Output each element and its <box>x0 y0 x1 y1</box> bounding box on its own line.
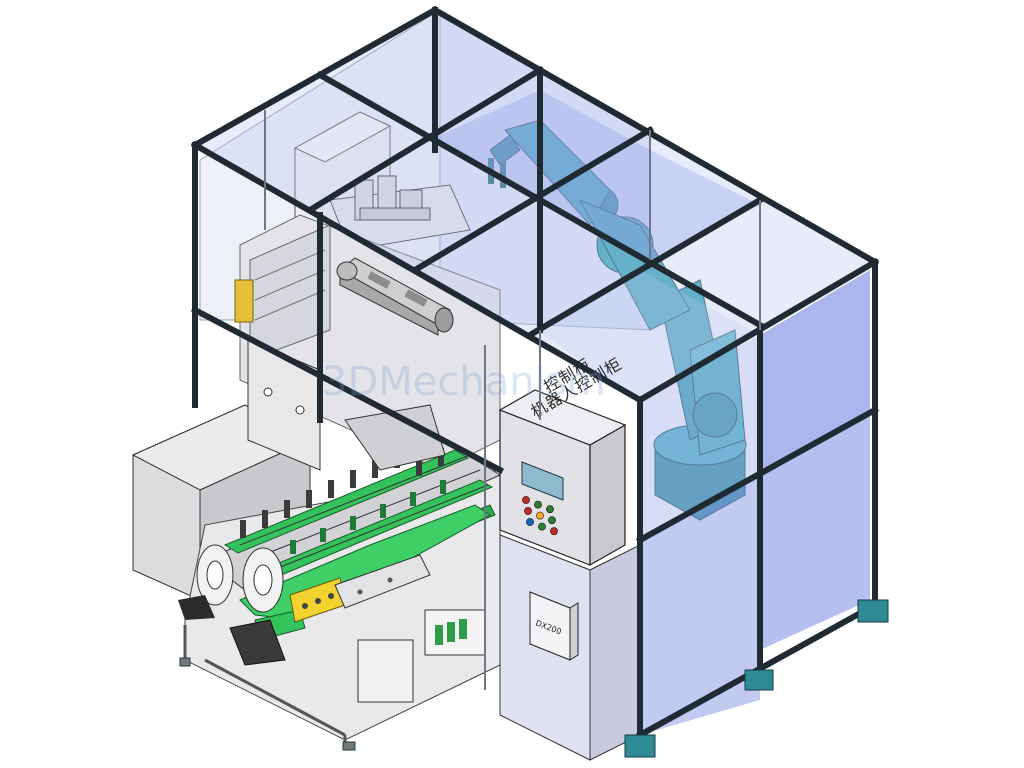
cabinet-button[interactable] <box>524 507 532 515</box>
cabinet-buttons[interactable] <box>522 496 558 536</box>
cabinet-button[interactable] <box>546 505 554 514</box>
yellow-push-block <box>289 577 346 623</box>
hmi-panel[interactable] <box>521 461 564 501</box>
frame-inner-lines <box>264 110 761 690</box>
indexing-wheels <box>196 544 284 613</box>
output-hoppers <box>178 595 286 666</box>
roof-glass <box>195 10 875 400</box>
junction-box: DX200 <box>529 591 579 661</box>
cabinet-button[interactable] <box>538 522 546 531</box>
right-glass-wall <box>535 270 870 735</box>
cabinet-button[interactable] <box>536 511 544 520</box>
overhead-cylinder <box>336 257 454 336</box>
enclosure-frame <box>190 5 880 743</box>
terminal-strip <box>234 279 254 323</box>
cabinet-button[interactable] <box>522 496 530 504</box>
chute-plate <box>344 404 446 471</box>
cabinet-button[interactable] <box>550 527 558 536</box>
cabinet-button[interactable] <box>526 518 534 526</box>
slide-table <box>334 554 431 609</box>
watermark-text: 3DMechanism <box>322 359 606 405</box>
gripper-fixture <box>329 175 471 251</box>
valve-bank <box>424 609 486 656</box>
industrial-robot <box>488 119 747 521</box>
cabinet-button[interactable] <box>548 516 556 525</box>
enclosure-feet <box>179 599 889 758</box>
feeder-back-panel <box>247 339 321 471</box>
cabinet-button[interactable] <box>534 500 542 509</box>
